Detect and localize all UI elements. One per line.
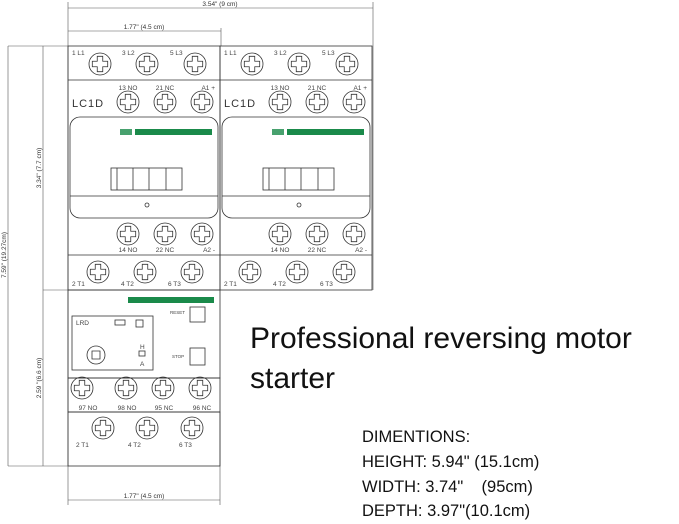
terminal-label: 4 T2	[273, 281, 286, 288]
dim-total-height: 7.59" (19.27cm)	[1, 232, 8, 278]
terminal-label: A2 -	[203, 247, 215, 254]
screw-terminal-icon[interactable]	[133, 260, 157, 284]
terminal-label: 3 L2	[274, 50, 287, 57]
specs-heading: DIMENTIONS:	[362, 428, 471, 446]
terminal-label: 97 NO	[79, 405, 98, 412]
dim-contactor-height: 3.34" (7.7 cm)	[36, 148, 43, 189]
spec-width: WIDTH: 3.74" (95cm)	[362, 478, 533, 496]
screw-terminal-icon[interactable]	[180, 416, 204, 440]
screw-terminal-icon[interactable]	[287, 52, 311, 76]
h-a-switch[interactable]	[138, 350, 146, 357]
terminal-label: A1 +	[201, 85, 215, 92]
accent-bar	[135, 129, 212, 135]
terminal-label: 2 T1	[224, 281, 237, 288]
title-line-2: starter	[250, 362, 336, 395]
terminal-label: 4 T2	[121, 281, 134, 288]
terminal-label: 2 T1	[76, 442, 89, 449]
current-dial[interactable]	[86, 345, 106, 365]
terminal-label: 3 L2	[122, 50, 135, 57]
indicator-window	[262, 167, 335, 191]
model-label: LC1D	[72, 98, 104, 110]
overload-relay: LRD H A RESET STOP	[67, 289, 221, 467]
terminal-label: 5 L3	[170, 50, 183, 57]
terminal-label: 13 NO	[119, 85, 138, 92]
screw-terminal-icon[interactable]	[190, 90, 214, 114]
terminal-label: 95 NC	[155, 405, 174, 412]
screw-terminal-icon[interactable]	[180, 260, 204, 284]
dim-bottom-width: 1.77" (4.5 cm)	[124, 493, 165, 500]
screw-terminal-icon[interactable]	[342, 222, 366, 246]
screw-terminal-icon[interactable]	[188, 376, 212, 400]
model-label: LC1D	[224, 98, 256, 110]
screw-terminal-icon[interactable]	[285, 260, 309, 284]
contactor-2: LC1D 1 L1 3 L2 5 L3 13 NO 21 NC A1 + 14 NO 22 NC…	[219, 45, 373, 291]
screw-terminal-icon[interactable]	[91, 416, 115, 440]
terminal-label: 1 L1	[224, 50, 237, 57]
screw-terminal-icon[interactable]	[153, 90, 177, 114]
terminal-label: 14 NO	[271, 247, 290, 254]
lrd-panel	[71, 315, 154, 371]
screw-terminal-icon[interactable]	[238, 260, 262, 284]
stop-button[interactable]	[189, 347, 206, 366]
screw-terminal-icon[interactable]	[116, 222, 140, 246]
terminal-label: A2 -	[355, 247, 367, 254]
screw-terminal-icon[interactable]	[88, 52, 112, 76]
overload-accent-bar	[128, 297, 214, 303]
dim-total-width: 3.54" (9 cm)	[202, 1, 237, 8]
terminal-label: 22 NC	[308, 247, 327, 254]
terminal-label: 98 NO	[118, 405, 137, 412]
screw-terminal-icon[interactable]	[135, 52, 159, 76]
screw-terminal-icon[interactable]	[305, 222, 329, 246]
spec-height: HEIGHT: 5.94" (15.1cm)	[362, 453, 540, 471]
terminal-label: 14 NO	[119, 247, 138, 254]
terminal-label: 13 NO	[271, 85, 290, 92]
stop-label: STOP	[172, 354, 184, 359]
dim-overload-height: 2.59 "(6.6 cm)	[36, 358, 43, 399]
accent-bar	[287, 129, 364, 135]
screw-terminal-icon[interactable]	[86, 260, 110, 284]
screw-terminal-icon[interactable]	[335, 52, 359, 76]
terminal-label: 22 NC	[156, 247, 175, 254]
reset-label: RESET	[170, 310, 185, 315]
a-label: A	[140, 361, 145, 368]
screw-terminal-icon[interactable]	[190, 222, 214, 246]
screw-terminal-icon[interactable]	[151, 376, 175, 400]
screw-terminal-icon[interactable]	[153, 222, 177, 246]
contactor-1: LC1D 1 L1 3 L2 5 L3 13 NO 21 NC A1 + 14 NO 22 NC…	[67, 45, 221, 291]
terminal-label: 5 L3	[322, 50, 335, 57]
screw-terminal-icon[interactable]	[240, 52, 264, 76]
title-line-1: Professional reversing motor	[250, 322, 632, 355]
terminal-label: 2 T1	[72, 281, 85, 288]
terminal-label: 6 T3	[179, 442, 192, 449]
screw-terminal-icon[interactable]	[116, 90, 140, 114]
dim-half-width: 1.77" (4.5 cm)	[124, 24, 165, 31]
screw-terminal-icon[interactable]	[342, 90, 366, 114]
screw-terminal-icon[interactable]	[268, 222, 292, 246]
terminal-label: 6 T3	[320, 281, 333, 288]
terminal-label: 21 NC	[308, 85, 327, 92]
terminal-label: 4 T2	[128, 442, 141, 449]
screw-terminal-icon[interactable]	[183, 52, 207, 76]
reset-button[interactable]	[189, 306, 206, 323]
terminal-label: 21 NC	[156, 85, 175, 92]
terminal-label: 1 L1	[72, 50, 85, 57]
screw-terminal-icon[interactable]	[305, 90, 329, 114]
terminal-label: A1 +	[353, 85, 367, 92]
screw-terminal-icon[interactable]	[135, 416, 159, 440]
screw-terminal-icon[interactable]	[114, 376, 138, 400]
screw-terminal-icon[interactable]	[70, 376, 94, 400]
terminal-label: 6 T3	[168, 281, 181, 288]
terminal-label: 96 NC	[193, 405, 212, 412]
screw-terminal-icon[interactable]	[332, 260, 356, 284]
h-label: H	[140, 344, 145, 351]
screw-terminal-icon[interactable]	[268, 90, 292, 114]
spec-depth: DEPTH: 3.97"(10.1cm)	[362, 502, 531, 520]
indicator-window	[110, 167, 183, 191]
lrd-label: LRD	[76, 320, 89, 327]
